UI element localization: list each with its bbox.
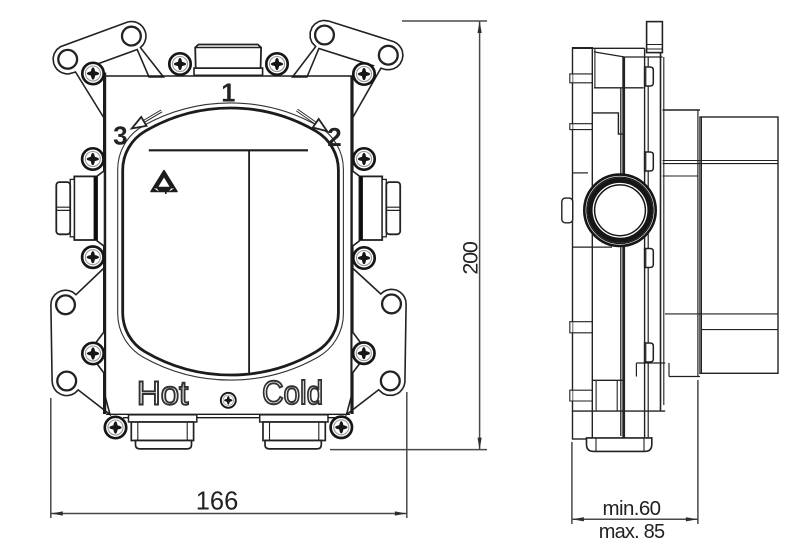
svg-text:200: 200 [459, 241, 483, 275]
svg-text:min.60: min.60 [603, 497, 661, 520]
svg-text:2: 2 [327, 122, 341, 152]
svg-text:Cold: Cold [262, 375, 323, 412]
svg-text:166: 166 [196, 488, 239, 516]
svg-text:3: 3 [113, 120, 127, 150]
svg-text:1: 1 [221, 80, 235, 108]
svg-text:Hot: Hot [137, 375, 188, 412]
svg-text:max. 85: max. 85 [599, 521, 665, 543]
